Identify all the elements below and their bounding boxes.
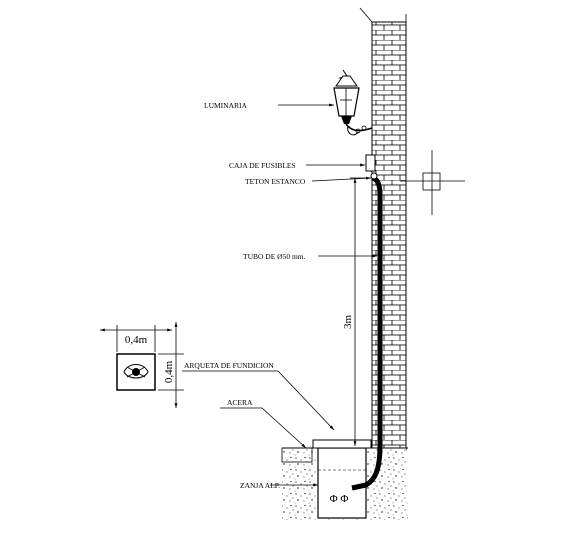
brick-wall bbox=[359, 7, 407, 451]
dimension-arqueta-height: 0,4m bbox=[163, 360, 175, 383]
conductor-symbols: Φ Φ bbox=[330, 493, 349, 505]
teton-estanco bbox=[370, 172, 378, 180]
label-zanja: ZANJA ALP. bbox=[240, 481, 280, 490]
label-tubo: TUBO DE Ø50 mm. bbox=[243, 252, 306, 261]
label-acera: ACERA bbox=[227, 398, 253, 407]
label-teton-estanco: TETON ESTANCO bbox=[245, 177, 306, 186]
leader-lines bbox=[182, 103, 377, 487]
label-arqueta: ARQUETA DE FUNDICION bbox=[184, 361, 274, 370]
dimension-3m: 3m bbox=[342, 315, 354, 330]
height-dimension bbox=[350, 177, 370, 446]
label-luminaria: LUMINARIA bbox=[204, 101, 247, 110]
dimension-arqueta-width: 0,4m bbox=[125, 334, 148, 346]
label-caja-fusibles: CAJA DE FUSIBLES bbox=[229, 161, 296, 170]
conduit-tube bbox=[351, 175, 383, 491]
trench-arqueta bbox=[312, 439, 372, 519]
arqueta-detail bbox=[100, 322, 184, 408]
fuse-box bbox=[365, 154, 376, 172]
reference-crosshair bbox=[400, 150, 465, 215]
luminaire bbox=[333, 69, 373, 136]
